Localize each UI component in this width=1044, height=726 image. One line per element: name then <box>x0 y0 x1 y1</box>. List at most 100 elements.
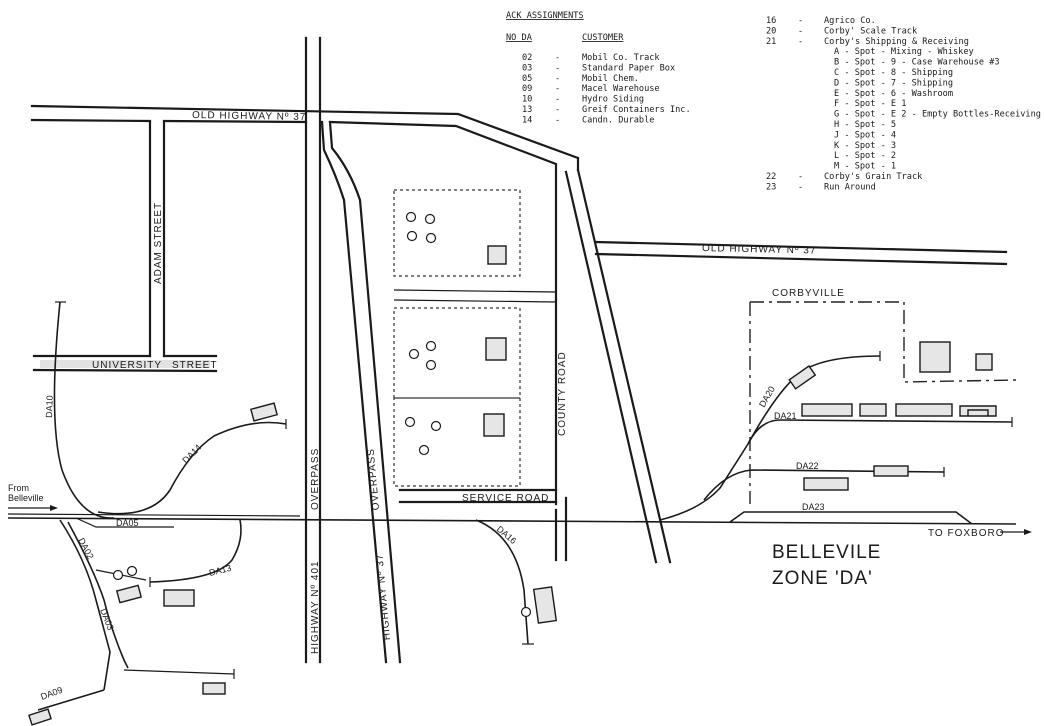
legend-customer: Greif Containers Inc. <box>582 105 691 115</box>
legend-code: 20 <box>766 26 776 36</box>
da23-track <box>659 419 1013 521</box>
highway-401-road <box>304 36 322 664</box>
corby-shipping-3 <box>895 403 953 417</box>
tank <box>404 416 416 428</box>
tank <box>112 569 124 581</box>
da09-label: DA09 <box>39 685 64 702</box>
tank <box>406 230 418 242</box>
legend-dash: - <box>555 74 560 84</box>
legend-title: ACK ASSIGNMENTS <box>506 11 584 21</box>
corby-building-large <box>919 341 951 373</box>
da21-label: DA21 <box>774 411 797 421</box>
from-belleville-label-1: From <box>8 483 29 493</box>
legend-dash: - <box>555 84 560 94</box>
legend-spot: E - Spot - 6 - Washroom <box>834 89 953 99</box>
legend-code: 14 <box>522 115 532 125</box>
tank <box>425 359 437 371</box>
corby-building-small <box>975 353 993 371</box>
highway-401-label: HIGHWAY Nº 401 <box>310 560 321 654</box>
legend-header-code: NO DA <box>506 33 533 43</box>
greif-building <box>163 589 195 607</box>
legend-spot: L - Spot - 2 <box>834 151 896 161</box>
adam-street-label: ADAM STREET <box>153 202 164 284</box>
plant-block-south <box>393 397 521 487</box>
highway-37-label: HIGHWAY Nº 37 <box>374 553 393 641</box>
da09-track <box>37 689 105 711</box>
main-line-track-edge <box>7 513 301 517</box>
legend-dash: - <box>555 95 560 105</box>
track-assignments-legend: ACK ASSIGNMENTS NO DA CUSTOMER 02-Mobil … <box>506 11 1041 192</box>
mobil-building <box>115 584 143 604</box>
candn-durable-building <box>249 402 279 422</box>
legend-spot: K - Spot - 3 <box>834 141 896 151</box>
da10-track <box>53 301 115 519</box>
plant-building-north <box>487 245 507 265</box>
da23-runaround-track <box>729 511 973 525</box>
legend-dash: - <box>798 182 803 192</box>
tank <box>405 211 417 223</box>
corby-shipping-4 <box>959 405 997 417</box>
tank <box>425 340 437 352</box>
corbyville-label: CORBYVILLE <box>772 288 845 299</box>
legend-spot: C - Spot - 8 - Shipping <box>834 68 953 78</box>
corby-grain-building <box>873 465 909 477</box>
legend-dash: - <box>555 115 560 125</box>
county-road <box>554 298 568 562</box>
highway-37-road-edge <box>328 120 402 664</box>
legend-customer: Standard Paper Box <box>582 63 675 73</box>
da02-label: DA02 <box>76 536 95 561</box>
tank <box>424 213 436 225</box>
legend-code: 16 <box>766 16 776 26</box>
tank <box>408 348 420 360</box>
map-title-line2: ZONE 'DA' <box>772 568 873 589</box>
from-belleville-label-2: Belleville <box>8 493 44 503</box>
legend-dash: - <box>555 63 560 73</box>
legend-customer: Hydro Siding <box>582 95 644 105</box>
old-highway-37-east-label: OLD HIGHWAY Nº 37 <box>702 243 817 257</box>
legend-code: 02 <box>522 53 532 63</box>
legend-code: 23 <box>766 182 776 192</box>
legend-code: 05 <box>522 74 532 84</box>
legend-spot: F - Spot - E 1 <box>834 99 906 109</box>
plant-building-middle <box>485 337 507 361</box>
legend-spot: M - Spot - 1 <box>834 162 896 172</box>
legend-dash: - <box>555 105 560 115</box>
agrico-building <box>532 586 558 624</box>
da13-track <box>149 519 242 583</box>
legend-customer: Macel Warehouse <box>582 84 660 94</box>
legend-code: 21 <box>766 37 776 47</box>
tank <box>520 606 532 618</box>
da14-label: DA14 <box>180 442 203 465</box>
plant-building-south <box>483 413 505 437</box>
old-highway-37-west-label: OLD HIGHWAY Nº 37 <box>192 110 307 123</box>
da03-track <box>67 521 129 669</box>
legend-spot: J - Spot - 4 <box>834 130 896 140</box>
tank <box>430 420 442 432</box>
university-street-label: STREET <box>172 360 217 371</box>
university-street-shade <box>40 360 210 368</box>
map-title-line1: BELLEVILE <box>772 542 881 563</box>
legend-code: 10 <box>522 95 532 105</box>
plant-spur-lines <box>393 289 557 303</box>
overpass-37-label: OVERPASS <box>366 448 382 511</box>
corby-scale-building <box>788 365 817 390</box>
to-foxboro-label: TO FOXBORO <box>928 528 1005 539</box>
corby-shipping-2 <box>859 403 887 417</box>
plant-block-north <box>393 189 521 277</box>
highway-37-road <box>320 120 388 664</box>
old-highway-37-east-road <box>594 240 1008 254</box>
da20-label: DA20 <box>757 385 777 409</box>
legend-spot: D - Spot - 7 - Shipping <box>834 78 953 88</box>
legend-spot: A - Spot - Mixing - Whiskey <box>834 47 974 57</box>
legend-spot: G - Spot - E 2 - Empty Bottles-Receiving <box>834 110 1041 120</box>
corby-shipping-1 <box>801 403 853 417</box>
legend-spot: H - Spot - 5 <box>834 120 896 130</box>
da10-label: DA10 <box>44 395 55 418</box>
da05-label: DA05 <box>116 518 139 528</box>
main-line-track <box>7 517 1017 525</box>
da02-track <box>59 519 111 691</box>
legend-customer: Corby's Grain Track <box>824 172 923 182</box>
legend-code: 22 <box>766 172 776 182</box>
service-road-label: SERVICE ROAD <box>462 493 549 504</box>
